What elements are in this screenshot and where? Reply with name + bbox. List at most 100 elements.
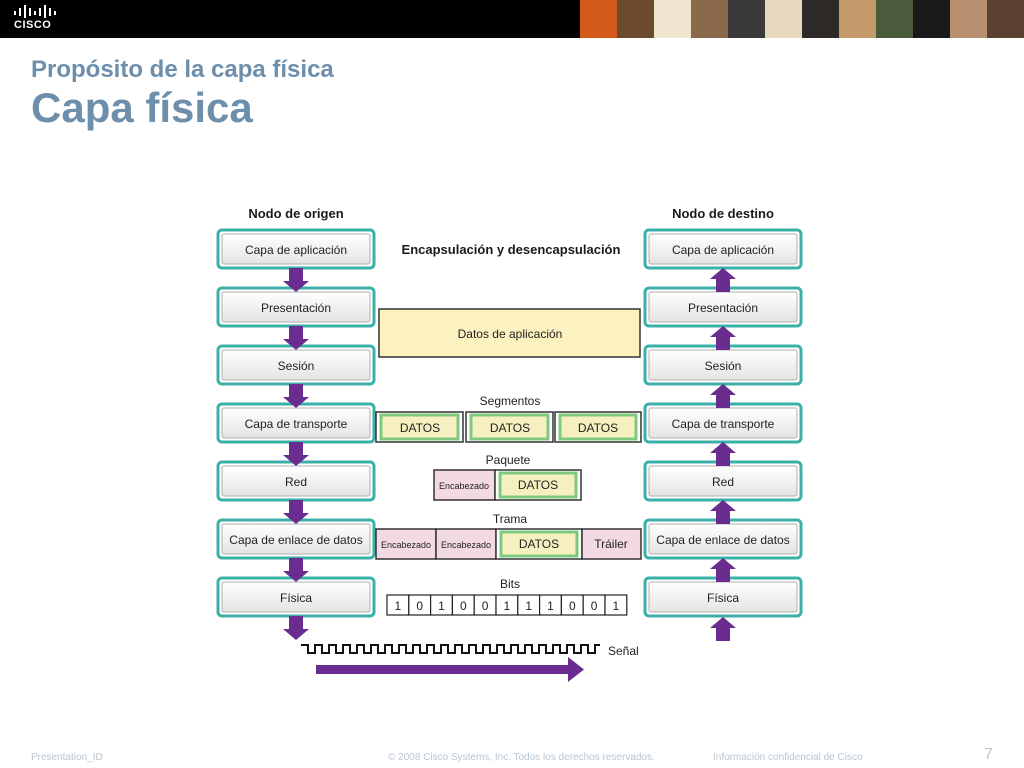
- up-arrow-icon: [710, 384, 736, 408]
- origin-layer-label: Física: [280, 591, 312, 605]
- bit-value: 1: [395, 599, 402, 613]
- segment-datos-label: DATOS: [490, 421, 530, 435]
- up-arrow-icon: [710, 326, 736, 350]
- down-arrow-icon: [283, 268, 309, 292]
- header-photo: [876, 0, 913, 38]
- header-photo: [691, 0, 728, 38]
- dest-node-heading: Nodo de destino: [672, 206, 774, 221]
- frame-datos-label: DATOS: [519, 537, 559, 551]
- header-photo: [802, 0, 839, 38]
- signal-waveform: [301, 644, 600, 654]
- bit-cell: 1: [495, 594, 519, 616]
- down-arrow-icon: [283, 500, 309, 524]
- dest-layer-4: Red: [643, 460, 803, 502]
- packet-datos-label: DATOS: [518, 478, 558, 492]
- dest-layer-label: Capa de transporte: [672, 417, 775, 431]
- bit-value: 0: [591, 599, 598, 613]
- signal-label: Señal: [608, 644, 639, 658]
- bit-value: 1: [504, 599, 511, 613]
- frame-trailer-label: Tráiler: [594, 537, 628, 551]
- dest-layer-5: Capa de enlace de datos: [643, 518, 803, 560]
- bit-value: 0: [460, 599, 467, 613]
- bit-cell: 1: [517, 594, 541, 616]
- origin-layer-label: Capa de transporte: [245, 417, 348, 431]
- frame-header-1-box: [375, 528, 437, 560]
- dest-layer-label: Capa de aplicación: [672, 243, 774, 257]
- bits-label: Bits: [500, 577, 520, 591]
- down-arrow-icon: [283, 384, 309, 408]
- app-data-box: [378, 308, 641, 358]
- dest-layer-3: Capa de transporte: [643, 402, 803, 444]
- origin-layer-3: Capa de transporte: [216, 402, 376, 444]
- bit-cell: 1: [386, 594, 410, 616]
- signal-arrow: [316, 657, 584, 682]
- dest-layer-6: Física: [643, 576, 803, 618]
- header-photo: [654, 0, 691, 38]
- origin-layer-2: Sesión: [216, 344, 376, 386]
- cisco-logo: CISCO: [12, 5, 62, 35]
- origin-layer-label: Capa de enlace de datos: [229, 533, 362, 547]
- dest-layer-0: Capa de aplicación: [643, 228, 803, 270]
- header-photo: [913, 0, 950, 38]
- bit-value: 0: [482, 599, 489, 613]
- bit-value: 1: [438, 599, 445, 613]
- frame-header-2-box: [435, 528, 497, 560]
- bit-value: 1: [525, 599, 532, 613]
- frame-header-2-label: Encabezado: [441, 540, 491, 550]
- photo-strip: [580, 0, 1024, 38]
- down-arrow-icon: [283, 442, 309, 466]
- up-arrow-icon: [710, 558, 736, 582]
- down-arrow-icon: [283, 616, 309, 640]
- origin-layer-label: Sesión: [278, 359, 315, 373]
- bit-cell: 1: [604, 594, 628, 616]
- segment-datos-label: DATOS: [578, 421, 618, 435]
- header-bar: CISCO: [0, 0, 1024, 38]
- dest-layer-label: Capa de enlace de datos: [656, 533, 789, 547]
- page-number: 7: [984, 746, 993, 763]
- dest-layer-label: Física: [707, 591, 739, 605]
- dest-layer-label: Red: [712, 475, 734, 489]
- origin-layer-label: Capa de aplicación: [245, 243, 347, 257]
- dest-layer-label: Sesión: [705, 359, 742, 373]
- header-photo: [728, 0, 765, 38]
- bit-value: 1: [613, 599, 620, 613]
- packet-data-box: [498, 471, 578, 499]
- up-arrow-icon: [710, 268, 736, 292]
- slide-title: Capa física: [31, 84, 253, 131]
- header-photo: [839, 0, 876, 38]
- frame-trailer-box: [581, 528, 642, 560]
- footer-copyright: © 2008 Cisco Systems, Inc. Todos los der…: [388, 752, 655, 763]
- down-arrow-icon: [283, 326, 309, 350]
- bit-cell: 0: [560, 594, 584, 616]
- bit-value: 0: [569, 599, 576, 613]
- segments-label: Segmentos: [480, 394, 541, 408]
- segment-2: DATOS: [465, 411, 554, 443]
- frame-label: Trama: [493, 512, 528, 526]
- up-arrow-icon: [710, 617, 736, 641]
- bit-cell: 0: [473, 594, 497, 616]
- dest-layer-label: Presentación: [688, 301, 758, 315]
- origin-layer-label: Presentación: [261, 301, 331, 315]
- origin-layer-6: Física: [216, 576, 376, 618]
- dest-layer-stack: Capa de aplicaciónPresentaciónSesiónCapa…: [643, 228, 803, 618]
- down-arrow-icon: [283, 558, 309, 582]
- origin-layer-label: Red: [285, 475, 307, 489]
- origin-node-heading: Nodo de origen: [248, 206, 343, 221]
- header-photo: [950, 0, 987, 38]
- origin-layer-5: Capa de enlace de datos: [216, 518, 376, 560]
- slide-subtitle: Propósito de la capa física: [31, 56, 334, 83]
- header-photo: [617, 0, 654, 38]
- header-photo: [580, 0, 617, 38]
- footer-confidential: Información confidencial de Cisco: [713, 752, 863, 763]
- origin-layer-1: Presentación: [216, 286, 376, 328]
- origin-down-arrows: [283, 268, 309, 640]
- logo-text: CISCO: [14, 19, 52, 31]
- segment-3: DATOS: [554, 411, 642, 443]
- footer-presentation-id: Presentation_ID: [31, 752, 103, 763]
- segment-datos-label: DATOS: [400, 421, 440, 435]
- header-photo: [987, 0, 1024, 38]
- dest-layer-2: Sesión: [643, 344, 803, 386]
- frame-header-1-label: Encabezado: [381, 540, 431, 550]
- dest-layer-1: Presentación: [643, 286, 803, 328]
- origin-layer-0: Capa de aplicación: [216, 228, 376, 270]
